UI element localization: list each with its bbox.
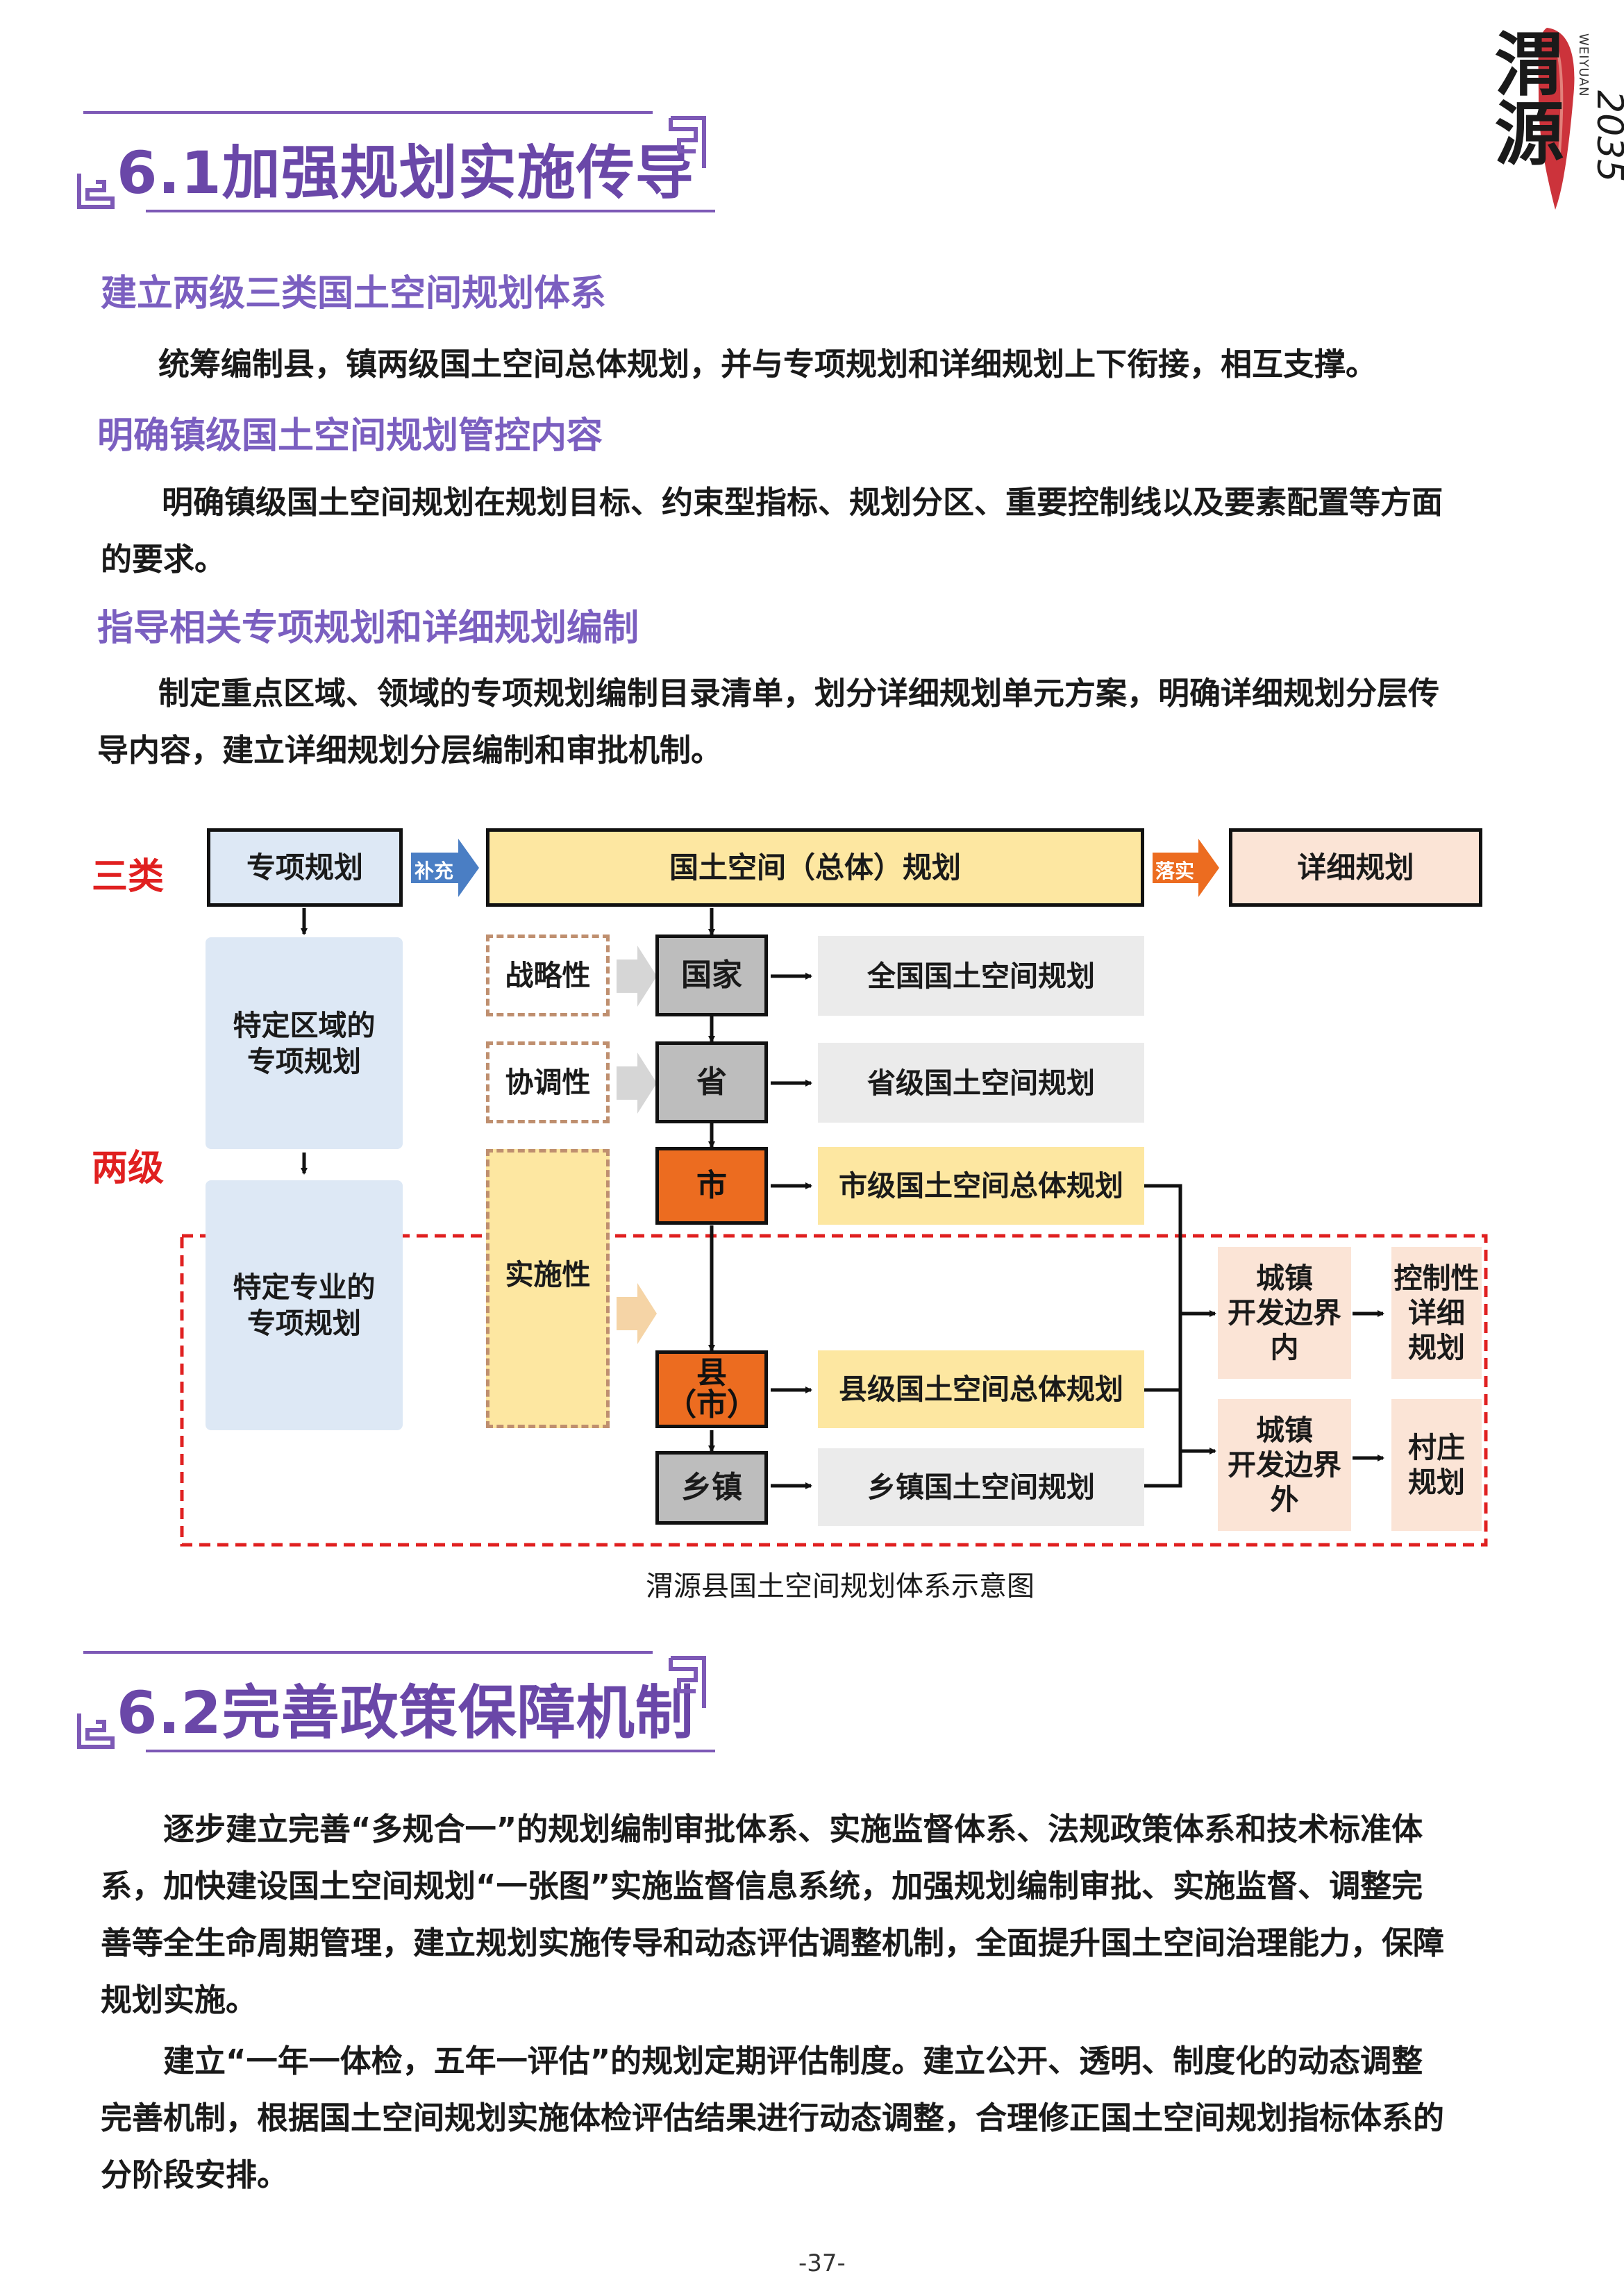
corner-ornament-icon	[669, 1656, 706, 1708]
box-line: 开发边界	[1228, 1448, 1341, 1482]
paragraph-line: 分阶段安排。	[101, 2156, 289, 2193]
heading-rule-bottom	[146, 1750, 715, 1752]
implement-label: 落实	[1155, 860, 1195, 882]
box-line: 控制性	[1393, 1262, 1480, 1295]
box-line: 专项规划	[247, 1307, 361, 1340]
special-plan-box: 专项规划	[207, 828, 403, 907]
plan-nation: 全国国土空间规划	[818, 936, 1144, 1016]
paragraph-line: 建立“一年一体检，五年一评估”的规划定期评估制度。建立公开、透明、制度化的动态调…	[163, 2043, 1423, 2079]
section-heading-6-1: 6.1加强规划实施传导	[76, 111, 715, 215]
paragraph-line: 明确镇级国土空间规划在规划目标、约束型指标、规划分区、重要控制线以及要素配置等方…	[162, 484, 1443, 521]
paragraph-line: 的要求。	[101, 541, 226, 578]
box-line: 城镇	[1256, 1262, 1313, 1295]
box-line: 详细	[1408, 1296, 1465, 1330]
corner-ornament-icon	[77, 1713, 115, 1749]
heading-rule-top	[83, 1651, 653, 1654]
subheading: 指导相关专项规划和详细规划编制	[97, 607, 639, 649]
light-arrow-icon	[617, 1053, 657, 1114]
corner-ornament-icon	[669, 116, 706, 168]
level-province: 省	[655, 1041, 768, 1123]
paragraph-line: 善等全生命周期管理，建立规划实施传导和动态评估调整机制，全面提升国土空间治理能力…	[101, 1925, 1445, 1961]
box-line: 专项规划	[247, 1044, 361, 1078]
paragraph-line: 系，加快建设国土空间规划“一张图”实施监督信息系统，加强规划编制审批、实施监督、…	[101, 1868, 1423, 1904]
logo-year: 2035	[1589, 90, 1624, 183]
heading-rule-bottom	[146, 210, 715, 212]
box-line: 规划	[1408, 1466, 1465, 1499]
box-line: 特定区域的	[233, 1008, 376, 1042]
level-city: 市	[655, 1147, 768, 1225]
paragraph-line: 导内容，建立详细规划分层编制和审批机制。	[97, 732, 723, 769]
box-line: 内	[1270, 1331, 1299, 1364]
paragraph-line: 逐步建立完善“多规合一”的规划编制审批体系、实施监督体系、法规政策体系和技术标准…	[163, 1811, 1423, 1847]
box-line: 开发边界	[1228, 1296, 1341, 1330]
paragraph-line: 完善机制，根据国土空间规划实施体检评估结果进行动态调整，合理修正国土空间规划指标…	[101, 2100, 1445, 2136]
logo-name: 渭源	[1482, 28, 1564, 167]
county-town-region-outline	[180, 1234, 1488, 1547]
label-two-levels: 两级	[92, 1148, 165, 1189]
implement-arrow-icon	[1153, 839, 1219, 897]
outside-boundary-box: 城镇 开发边界 外	[1218, 1399, 1351, 1531]
box-line: 城镇	[1256, 1414, 1313, 1447]
plan-town: 乡镇国土空间规划	[818, 1448, 1144, 1526]
paragraph-line: 规划实施。	[101, 1981, 258, 2018]
box-line: 规划	[1408, 1331, 1465, 1364]
box-line: 县	[696, 1355, 727, 1391]
implementation-box: 实施性	[486, 1149, 610, 1428]
box-line: （市）	[666, 1387, 757, 1423]
section-title: 6.2完善政策保障机制	[117, 1679, 694, 1747]
level-nation: 国家	[655, 935, 768, 1016]
inside-boundary-box: 城镇 开发边界 内	[1218, 1247, 1351, 1379]
special-area-plan-box: 特定区域的 专项规划	[206, 937, 403, 1149]
paragraph: 明确镇级国土空间规划在规划目标、约束型指标、规划分区、重要控制线以及要素配置等方…	[101, 474, 1443, 588]
section-title: 6.1加强规划实施传导	[117, 139, 694, 207]
paragraph: 统筹编制县，镇两级国土空间总体规划，并与专项规划和详细规划上下衔接，相互支撑。	[158, 336, 1377, 393]
supplement-label: 补充	[415, 860, 454, 882]
corner-ornament-icon	[77, 174, 115, 209]
heading-rule-top	[83, 111, 653, 114]
plan-province: 省级国土空间规划	[818, 1043, 1144, 1123]
diagram-connectors	[180, 839, 1488, 1547]
master-plan-box: 国土空间（总体）规划	[486, 828, 1144, 907]
special-field-plan-box: 特定专业的 专项规划	[206, 1180, 403, 1430]
weiyuan-2035-logo: 渭源 WEIYUAN 2035	[1472, 14, 1624, 215]
logo-subtitle: WEIYUAN	[1576, 33, 1591, 97]
box-line: 特定专业的	[233, 1271, 376, 1304]
section-heading-6-2: 6.2完善政策保障机制	[76, 1651, 715, 1755]
strategic-box: 战略性	[486, 935, 610, 1016]
label-three-categories: 三类	[92, 856, 165, 898]
coordinate-box: 协调性	[486, 1041, 610, 1123]
level-county: 县 （市）	[655, 1350, 768, 1428]
control-detail-plan-box: 控制性 详细 规划	[1391, 1247, 1482, 1379]
light-arrow-icon	[617, 1283, 657, 1344]
village-plan-box: 村庄 规划	[1391, 1399, 1482, 1531]
planning-system-diagram: 三类 两级 专项规划 补充 国土空间（总体）规划 落实 详细规划 特定区域的 专…	[92, 828, 1488, 1602]
plan-county: 县级国土空间总体规划	[818, 1350, 1144, 1428]
supplement-arrow-icon	[411, 839, 479, 897]
paragraph: 逐步建立完善“多规合一”的规划编制审批体系、实施监督体系、法规政策体系和技术标准…	[101, 1801, 1444, 2029]
page-number: -37-	[798, 2249, 846, 2277]
box-line: 村庄	[1408, 1431, 1465, 1464]
paragraph-line: 统筹编制县，镇两级国土空间总体规划，并与专项规划和详细规划上下衔接，相互支撑。	[158, 346, 1378, 383]
box-line: 外	[1270, 1483, 1299, 1516]
paragraph-line: 制定重点区域、领域的专项规划编制目录清单，划分详细规划单元方案，明确详细规划分层…	[158, 675, 1440, 712]
subheading: 明确镇级国土空间规划管控内容	[97, 415, 603, 457]
paragraph: 建立“一年一体检，五年一评估”的规划定期评估制度。建立公开、透明、制度化的动态调…	[101, 2033, 1444, 2204]
diagram-caption: 渭源县国土空间规划体系示意图	[646, 1570, 1035, 1602]
level-town: 乡镇	[655, 1451, 768, 1525]
paragraph: 制定重点区域、领域的专项规划编制目录清单，划分详细规划单元方案，明确详细规划分层…	[97, 665, 1439, 779]
plan-city: 市级国土空间总体规划	[818, 1147, 1144, 1225]
light-arrow-icon	[617, 946, 657, 1007]
detailed-plan-box: 详细规划	[1229, 828, 1482, 907]
subheading: 建立两级三类国土空间规划体系	[101, 273, 607, 315]
